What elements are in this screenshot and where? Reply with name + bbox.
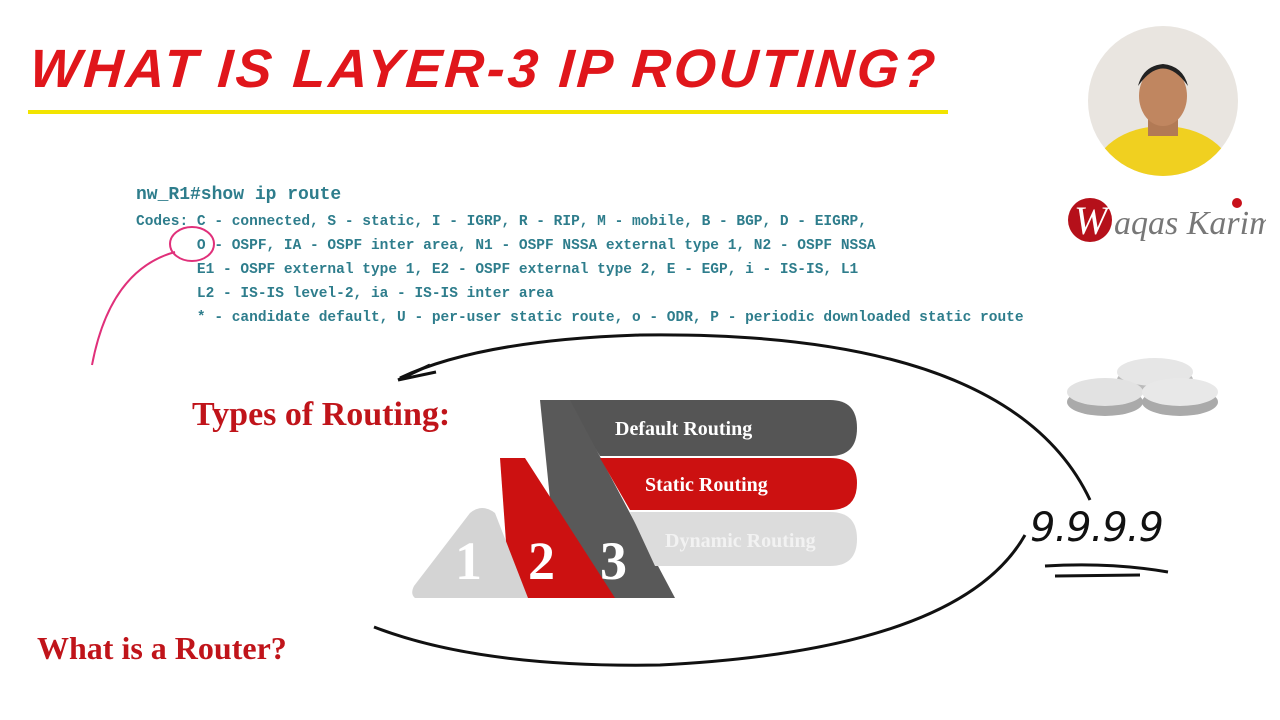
band-static bbox=[600, 458, 857, 510]
code-line: L2 - IS-IS level-2, ia - IS-IS inter are… bbox=[136, 286, 554, 302]
number-2: 2 bbox=[528, 531, 555, 591]
svg-text:aqas Karim: aqas Karim bbox=[1114, 205, 1266, 242]
presenter-avatar bbox=[1088, 26, 1238, 176]
waqas-karim-logo: W aqas Karim bbox=[1066, 190, 1274, 250]
router-icons bbox=[1067, 358, 1218, 416]
cli-command: nw_R1#show ip route bbox=[136, 185, 342, 205]
code-line: Codes: C - connected, S - static, I - IG… bbox=[136, 214, 867, 230]
routing-pyramid bbox=[412, 400, 857, 598]
router-icon bbox=[1067, 378, 1143, 416]
label-static-routing: Static Routing bbox=[645, 474, 768, 496]
handwritten-ip: 9.9.9.9 bbox=[1030, 505, 1164, 551]
router-question: What is a Router? bbox=[37, 630, 287, 666]
bottom-curve bbox=[373, 534, 1027, 667]
svg-text:W: W bbox=[1074, 198, 1111, 243]
arrow-curve bbox=[399, 333, 1092, 501]
label-default-routing: Default Routing bbox=[615, 418, 753, 440]
annotation-pointer bbox=[91, 251, 176, 366]
band-dynamic bbox=[630, 512, 857, 566]
label-dynamic-routing: Dynamic Routing bbox=[665, 530, 816, 552]
triangle-2 bbox=[500, 458, 615, 598]
code-line: E1 - OSPF external type 1, E2 - OSPF ext… bbox=[136, 262, 859, 278]
triangle-1 bbox=[412, 508, 528, 598]
code-line: * - candidate default, U - per-user stat… bbox=[136, 310, 1024, 326]
ip-underline bbox=[1044, 563, 1169, 578]
title-underline bbox=[28, 110, 948, 114]
number-1: 1 bbox=[455, 531, 482, 591]
router-icon bbox=[1142, 378, 1218, 416]
band-default bbox=[565, 400, 857, 456]
annotation-circle bbox=[169, 226, 215, 262]
types-heading: Types of Routing: bbox=[192, 396, 451, 433]
code-line: O - OSPF, IA - OSPF inter area, N1 - OSP… bbox=[136, 238, 876, 254]
arrow-head bbox=[397, 363, 437, 382]
number-3: 3 bbox=[600, 531, 627, 591]
